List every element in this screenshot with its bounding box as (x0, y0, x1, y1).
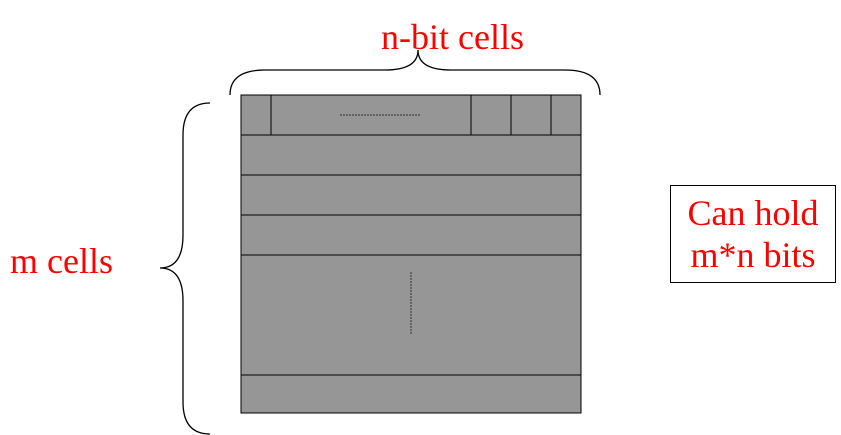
top-label: n-bit cells (381, 17, 524, 57)
side-brace (159, 102, 211, 435)
capacity-note-line2: m*n bits (690, 235, 816, 275)
capacity-note-line1: Can hold (687, 193, 819, 233)
memory-block (240, 94, 582, 414)
top-brace (229, 49, 601, 96)
capacity-note-box: Can hold m*n bits (670, 185, 836, 283)
memory-block-body (240, 94, 582, 414)
side-label: m cells (10, 241, 113, 281)
